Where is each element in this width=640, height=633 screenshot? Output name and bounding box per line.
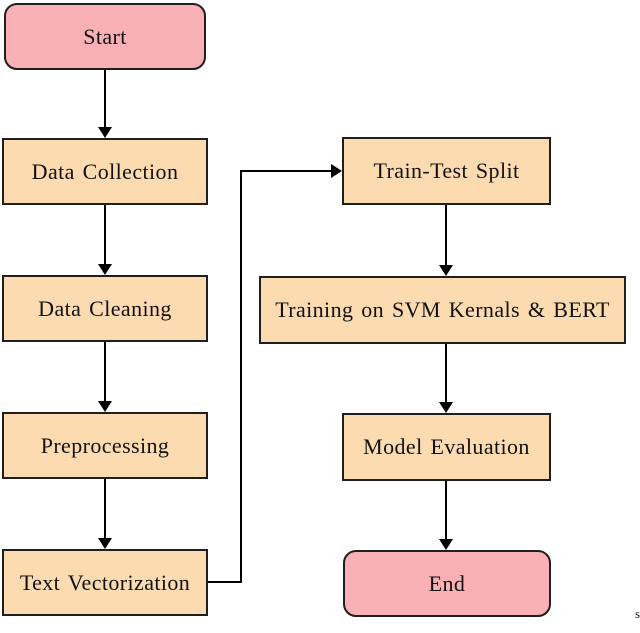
edge-text-vectorization-train-test-split-segment-vertical [240, 170, 242, 583]
edge-data-cleaning-preprocessing-line [104, 342, 106, 401]
node-training-svm-bert: Training on SVM Kernals & BERT [259, 276, 626, 344]
node-start: Start [4, 3, 206, 70]
arrowhead-right-icon [331, 164, 342, 178]
node-data-cleaning: Data Cleaning [2, 275, 208, 342]
node-data-collection-label: Data Collection [31, 158, 179, 184]
node-text-vectorization: Text Vectorization [2, 549, 208, 616]
node-end-label: End [428, 570, 466, 596]
edge-text-vectorization-train-test-split-segment-top [240, 170, 331, 172]
node-model-evaluation: Model Evaluation [342, 413, 551, 481]
node-end: End [343, 550, 551, 617]
edge-data-collection-data-cleaning-line [104, 205, 106, 264]
node-train-test-split: Train-Test Split [342, 137, 551, 205]
clipped-text-fragment: s [635, 606, 640, 621]
edge-text-vectorization-train-test-split-segment-bottom [208, 581, 242, 583]
edge-start-data-collection-line [104, 70, 106, 128]
arrowhead-down-icon [98, 264, 112, 275]
node-train-test-split-label: Train-Test Split [373, 158, 520, 183]
node-start-label: Start [83, 23, 127, 49]
arrowhead-down-icon [98, 401, 112, 412]
node-text-vectorization-label: Text Vectorization [19, 569, 191, 595]
node-model-evaluation-label: Model Evaluation [363, 434, 530, 459]
node-preprocessing: Preprocessing [2, 412, 208, 479]
edge-train-test-split-training-line [445, 205, 447, 265]
arrowhead-down-icon [439, 265, 453, 276]
edge-preprocessing-text-vectorization-line [104, 479, 106, 538]
node-data-cleaning-label: Data Cleaning [38, 295, 172, 321]
node-training-svm-bert-label: Training on SVM Kernals & BERT [275, 297, 610, 322]
arrowhead-down-icon [98, 538, 112, 549]
edge-model-evaluation-end-line [445, 481, 447, 539]
edge-training-model-evaluation-line [445, 344, 447, 402]
arrowhead-down-icon [439, 539, 453, 550]
node-data-collection: Data Collection [2, 138, 208, 205]
arrowhead-down-icon [98, 127, 112, 138]
arrowhead-down-icon [439, 402, 453, 413]
node-preprocessing-label: Preprocessing [40, 432, 170, 458]
